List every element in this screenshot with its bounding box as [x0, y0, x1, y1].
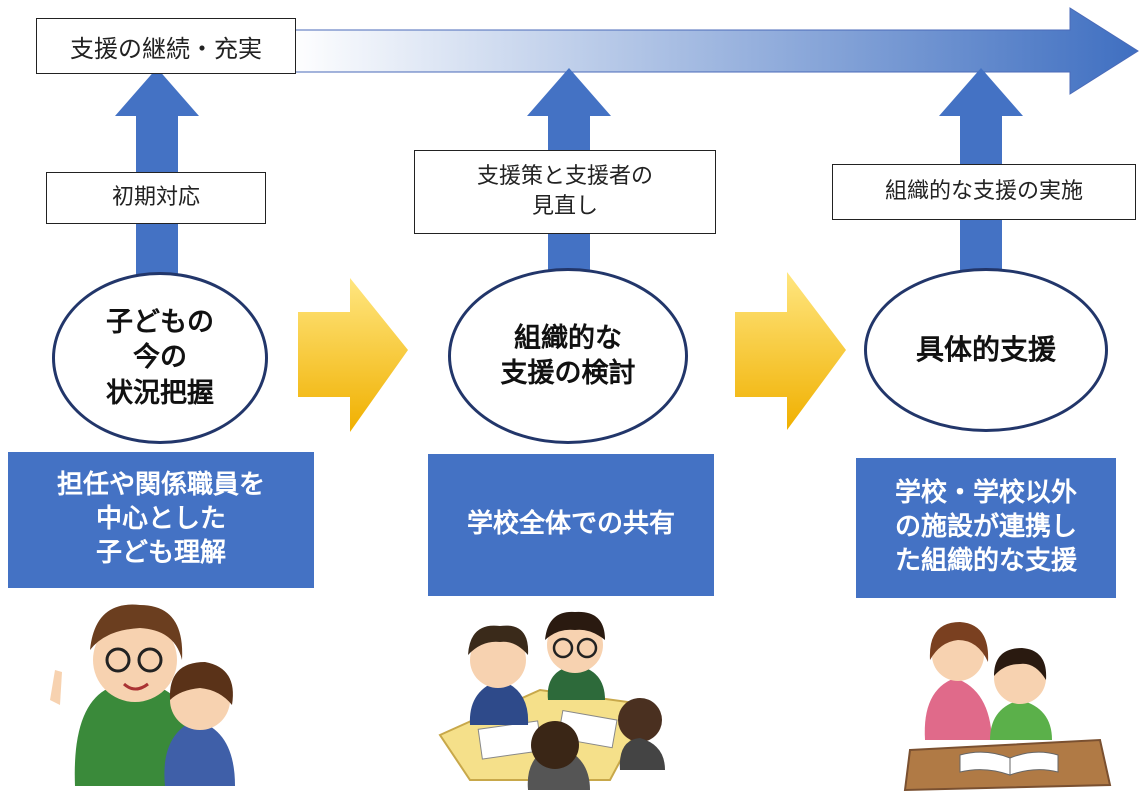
- stage2-description-box: 学校全体での共有: [428, 454, 714, 596]
- stage2-description-text: 学校全体での共有: [466, 509, 675, 540]
- stage2-circle: 組織的な 支援の検討: [448, 268, 688, 444]
- review-text: 支援策と支援者の 見直し: [476, 164, 653, 219]
- stage3-circle-text: 具体的支援: [915, 332, 1056, 366]
- stage1-circle-text: 子どもの 今の 状況把握: [106, 307, 214, 409]
- stage1-circle: 子どもの 今の 状況把握: [52, 272, 268, 444]
- continuation-label: 支援の継続・充実: [36, 18, 296, 74]
- tutoring-illustration: [903, 622, 1112, 792]
- implementation-text: 組織的な支援の実施: [884, 179, 1083, 205]
- stage3-description-box: 学校・学校以外 の施設が連携し た組織的な支援: [856, 458, 1116, 598]
- next-step-chevron-1: [298, 278, 408, 432]
- continuation-arrow: [289, 7, 1139, 95]
- initial-response-text: 初期対応: [111, 185, 200, 211]
- implementation-label: 組織的な支援の実施: [832, 164, 1136, 220]
- next-step-chevron-2: [735, 272, 846, 430]
- initial-response-label: 初期対応: [46, 172, 266, 224]
- stage1-description-box: 担任や関係職員を 中心とした 子ども理解: [8, 452, 314, 588]
- review-label: 支援策と支援者の 見直し: [414, 150, 716, 234]
- staff-meeting-illustration: [438, 611, 665, 790]
- teacher-and-child-illustration: [50, 604, 235, 786]
- stage2-circle-text: 組織的な 支援の検討: [500, 322, 636, 389]
- stage3-circle: 具体的支援: [864, 268, 1108, 432]
- stage3-description-text: 学校・学校以外 の施設が連携し た組織的な支援: [894, 478, 1077, 576]
- stage1-description-text: 担任や関係職員を 中心とした 子ども理解: [56, 470, 265, 568]
